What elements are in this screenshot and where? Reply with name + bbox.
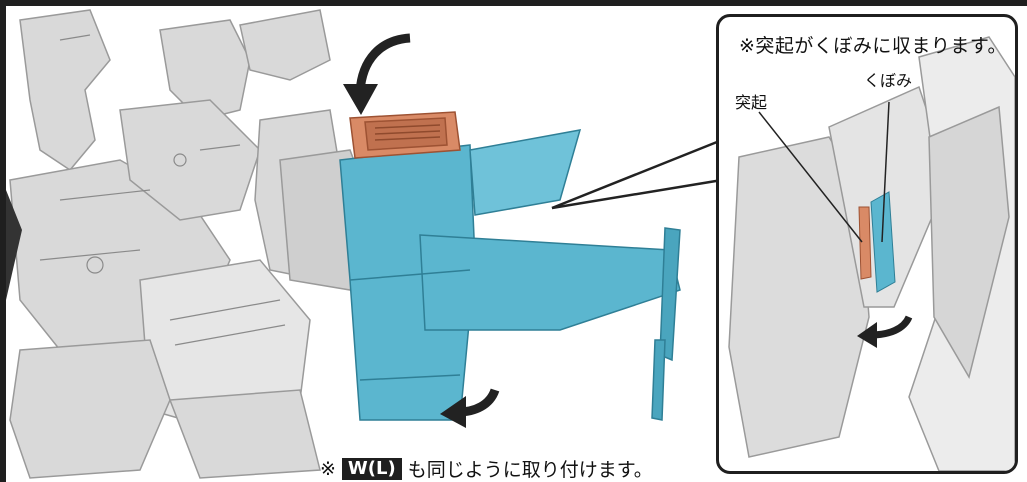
- detail-rotate-arrow: [857, 315, 913, 348]
- rotate-arrow-bottom: [440, 388, 500, 428]
- protrusion-leader: [758, 111, 863, 243]
- hollow-leader: [881, 101, 890, 243]
- note-prefix: ※: [320, 457, 336, 480]
- rotate-arrow-top: [343, 33, 411, 115]
- callout-pointer-lower: [551, 178, 723, 210]
- detail-hollow: [870, 191, 896, 293]
- label-protrusion: 突起: [735, 93, 768, 112]
- robot-details: [39, 34, 286, 346]
- note-text: も同じように取り付けます。: [407, 459, 653, 481]
- callout-title: ※突起がくぼみに収まります。: [739, 35, 1008, 57]
- robot-figure: [9, 9, 381, 479]
- detail-protrusion: [858, 206, 872, 280]
- orange-part: [349, 111, 461, 159]
- callout-pointer-upper: [551, 138, 723, 210]
- top-border: [0, 0, 1027, 6]
- detail-illustration: [728, 36, 1015, 471]
- detail-callout: ※突起がくぼみに収まります。 くぼみ 突起: [716, 14, 1018, 474]
- blue-wing-part: [339, 129, 681, 421]
- page-edge-arrow: [6, 190, 22, 300]
- label-hollow: くぼみ: [864, 71, 913, 90]
- left-border: [0, 0, 6, 482]
- assembly-note: ※ W(L) も同じように取り付けます。: [320, 455, 653, 482]
- part-code-badge: W(L): [341, 457, 402, 480]
